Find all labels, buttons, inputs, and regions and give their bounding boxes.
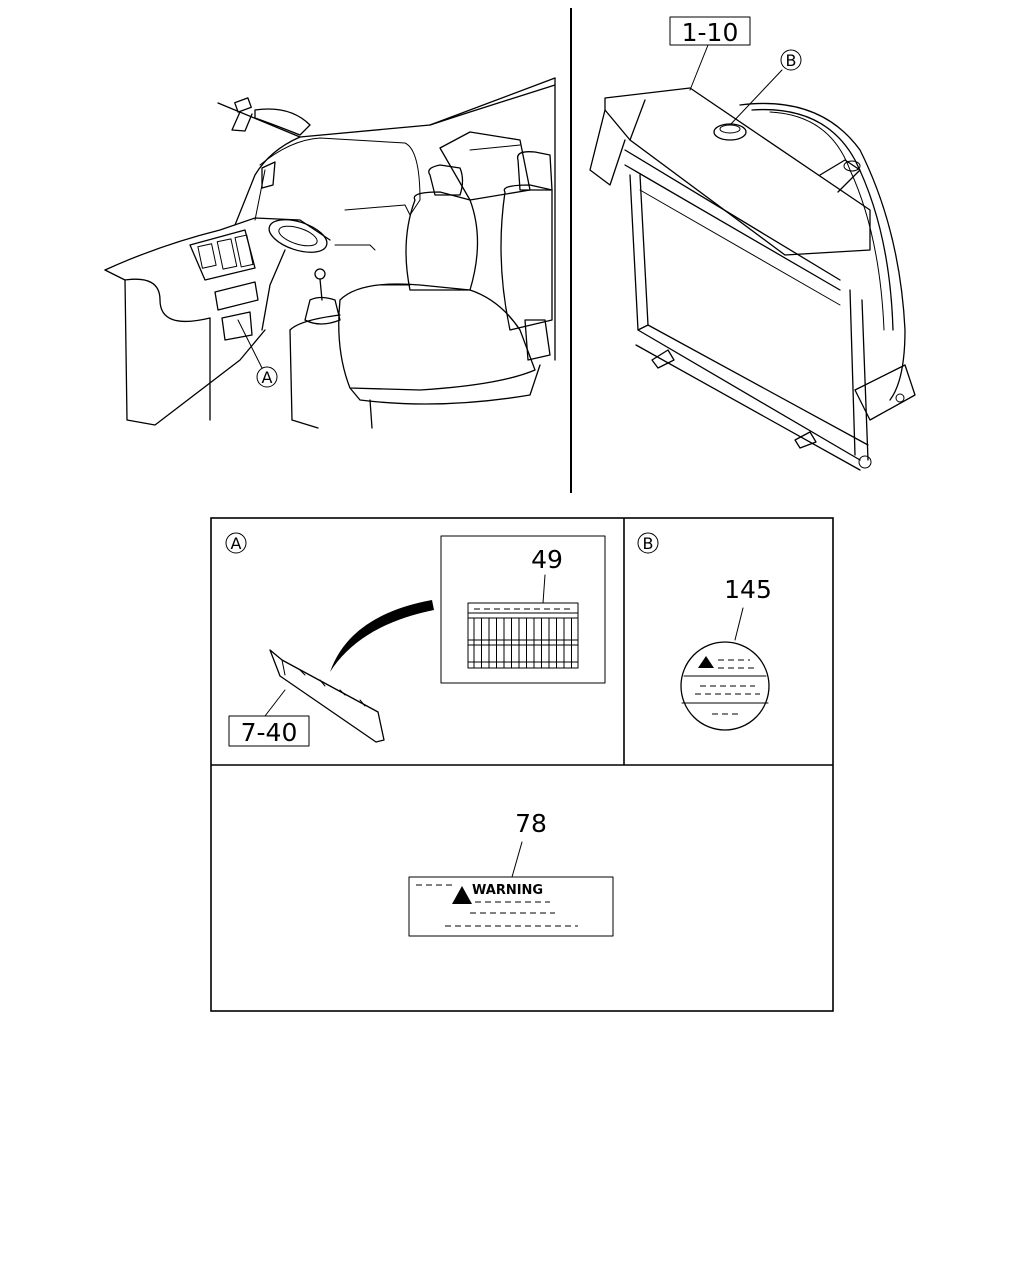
part-78-callout: 78 <box>515 809 547 838</box>
detail-a-panel: A 7-40 49 <box>225 532 606 747</box>
reference-1-10: 1-10 <box>669 16 751 47</box>
svg-text:A: A <box>262 368 273 387</box>
steering-wheel <box>261 219 328 331</box>
warning-triangle-icon <box>452 886 472 904</box>
svg-text:B: B <box>643 534 654 553</box>
detail-b-panel: B 145 <box>637 532 772 731</box>
detail-frame <box>210 517 834 1012</box>
warning-label-78: WARNING <box>408 876 614 937</box>
warning-text: WARNING <box>472 883 543 898</box>
instrument-panel <box>189 229 259 341</box>
glovebox-lid <box>269 649 385 743</box>
radiator-cap <box>713 123 747 141</box>
svg-text:A: A <box>231 534 242 553</box>
view-a-marker: A <box>256 366 278 388</box>
reference-7-40: 7-40 <box>228 715 310 747</box>
view-b-marker: B <box>780 49 802 71</box>
radiator-illustration: B 1-10 <box>589 16 916 471</box>
svg-text:B: B <box>786 51 797 70</box>
part-145-callout: 145 <box>724 575 772 604</box>
cap-label-145 <box>680 641 770 731</box>
svg-text:49: 49 <box>531 545 563 574</box>
label-49-inset: 49 <box>440 535 606 684</box>
cab-seats <box>289 151 553 429</box>
label-49-chart <box>467 602 579 669</box>
detail-b-marker: B <box>637 532 659 554</box>
gear-shifter <box>304 268 341 325</box>
cab-interior-illustration: A <box>104 77 556 429</box>
svg-text:1-10: 1-10 <box>682 18 739 47</box>
warning-triangle-icon <box>698 656 714 668</box>
svg-text:7-40: 7-40 <box>241 718 298 747</box>
rear-view-mirror <box>231 97 311 136</box>
location-arrow <box>330 600 434 672</box>
warning-label-panel: 78 WARNING <box>408 809 614 937</box>
detail-a-marker: A <box>225 532 247 554</box>
